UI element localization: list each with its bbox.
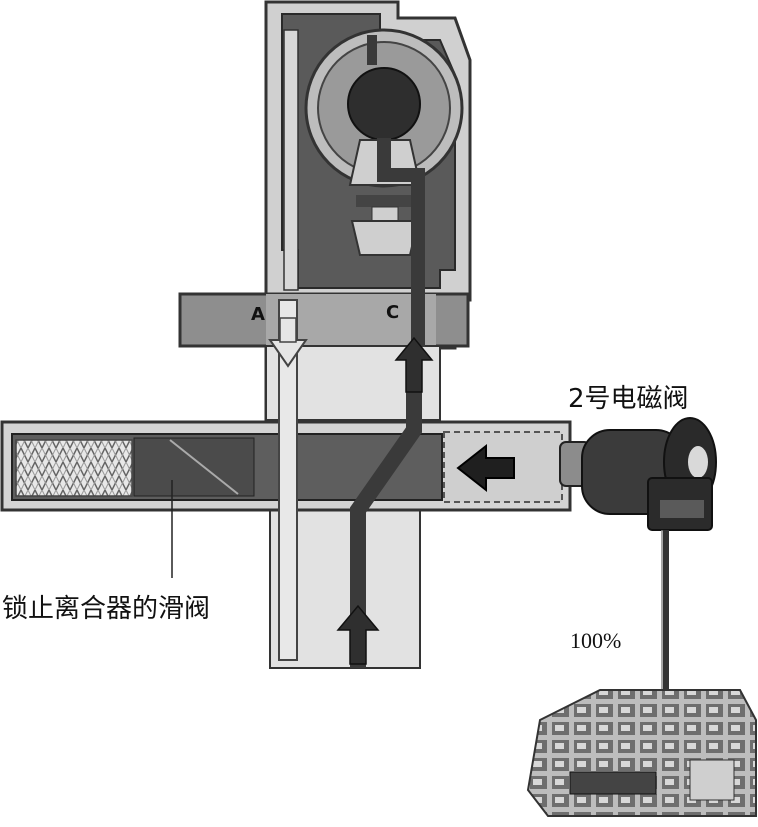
spring-icon (15, 439, 133, 497)
arrow-left-icon (456, 443, 515, 493)
arrow-up-icon-lower (336, 604, 380, 665)
arrow-up-icon (394, 336, 434, 393)
oil-channel-c (350, 35, 425, 668)
control-board-icon (526, 689, 757, 817)
oil-channel-a (278, 299, 298, 661)
lower-valve-body (265, 345, 441, 669)
lockup-slide-valve-label: 锁止离合器的滑阀 (2, 594, 211, 624)
solenoid-icon (559, 417, 717, 531)
port-c-label: C (386, 302, 399, 323)
port-a-label: A (251, 304, 265, 325)
duty-ratio-label: 100% (570, 628, 622, 653)
solenoid-2-label: 2号电磁阀 (568, 384, 689, 414)
